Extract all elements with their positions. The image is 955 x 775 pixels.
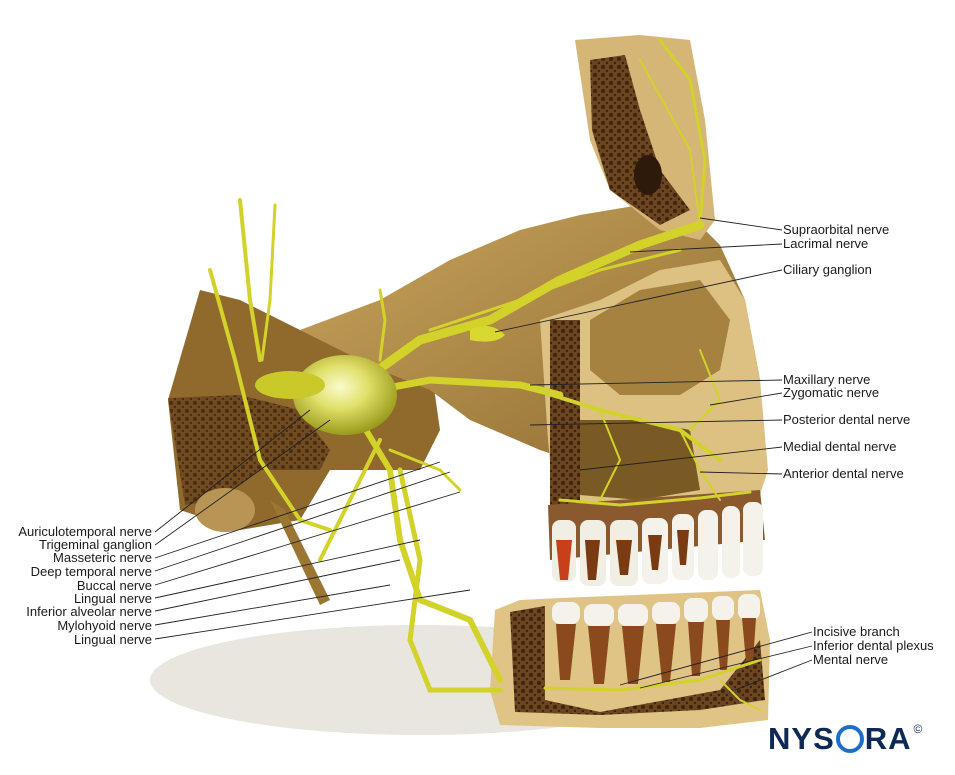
nysora-logo: NYS RA © — [768, 721, 923, 756]
label-lingual-nerve: Lingual nerve — [73, 591, 152, 606]
label-medial-dental-nerve: Medial dental nerve — [783, 439, 897, 454]
trigeminal-ganglion-shape — [293, 355, 397, 435]
label-supraorbital-nerve: Supraorbital nerve — [783, 222, 890, 237]
frontal-sinus-section — [590, 55, 690, 225]
label-trigeminal-ganglion: Trigeminal ganglion — [39, 537, 152, 552]
label-maxillary-nerve: Maxillary nerve — [783, 372, 871, 387]
maxillary-sinus — [575, 420, 700, 500]
skull-base-cut — [168, 395, 330, 505]
label-incisive-branch: Incisive branch — [813, 624, 900, 639]
leader-lines — [154, 217, 813, 691]
label-auriculotemporal-nerve: Auriculotemporal nerve — [18, 524, 152, 539]
ganglion-root — [255, 371, 325, 399]
label-mylohyoid-nerve: Mylohyoid nerve — [57, 618, 152, 633]
logo-text-a: NYS — [768, 721, 835, 756]
label-lingual-nerve-lower: Lingual nerve — [73, 632, 152, 647]
label-posterior-dental-nerve: Posterior dental nerve — [783, 412, 911, 427]
orbit-cavity — [590, 280, 730, 395]
mandible-section — [510, 606, 765, 715]
label-inferior-dental-plexus: Inferior dental plexus — [813, 638, 934, 653]
styloid-process — [270, 500, 330, 605]
label-inferior-alveolar-nerve: Inferior alveolar nerve — [26, 604, 152, 619]
pterygoid-plate — [550, 320, 580, 510]
label-masseteric-nerve: Masseteric nerve — [53, 550, 152, 565]
frontal-sinus — [634, 155, 662, 195]
upper-teeth — [552, 502, 763, 586]
logo-ring-icon — [835, 725, 864, 753]
copyright-mark: © — [913, 722, 923, 736]
ear-canal — [195, 488, 255, 532]
ciliary-ganglion-shape — [470, 326, 505, 342]
label-ciliary-ganglion: Ciliary ganglion — [783, 262, 872, 277]
label-deep-temporal-nerve: Deep temporal nerve — [30, 564, 152, 579]
label-lacrimal-nerve: Lacrimal nerve — [783, 236, 869, 251]
logo-text-b: RA — [864, 721, 912, 756]
nerve-network — [208, 38, 762, 711]
label-buccal-nerve: Buccal nerve — [76, 578, 152, 593]
label-anterior-dental-nerve: Anterior dental nerve — [783, 466, 904, 481]
label-zygomatic-nerve: Zygomatic nerve — [783, 385, 880, 400]
label-mental-nerve: Mental nerve — [813, 652, 889, 667]
lower-teeth — [552, 594, 760, 684]
